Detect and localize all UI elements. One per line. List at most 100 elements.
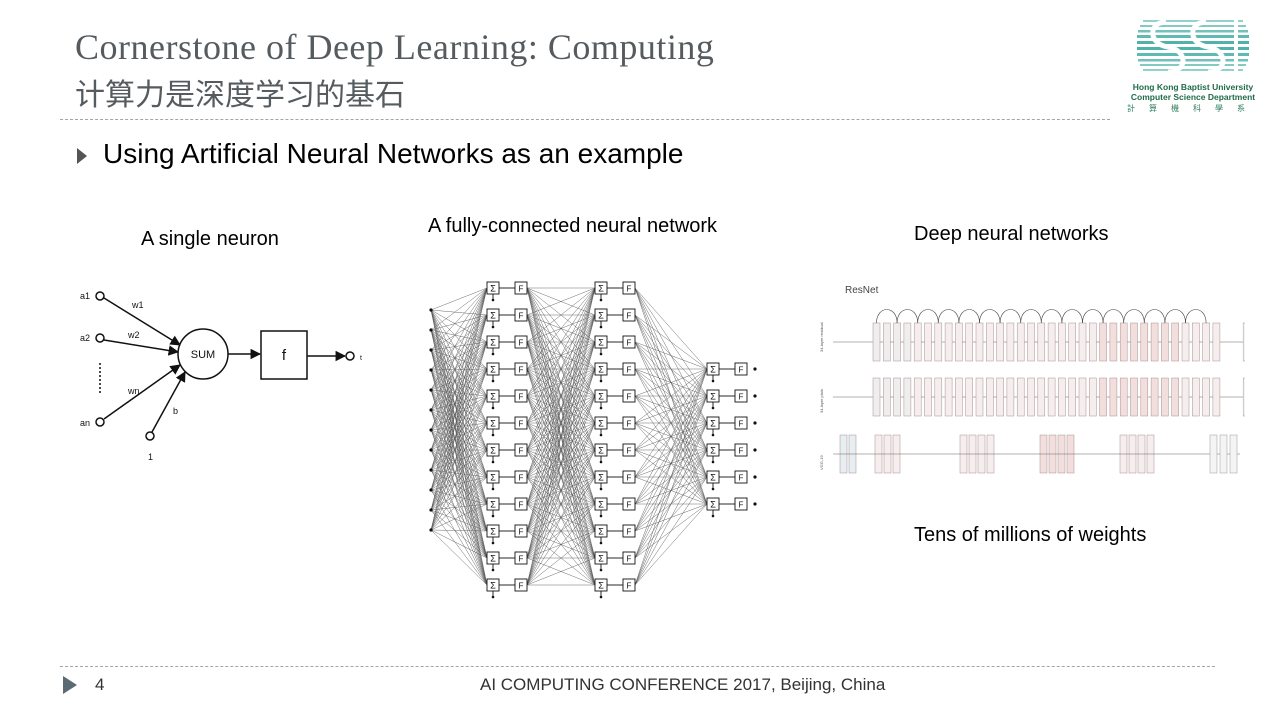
connection-line xyxy=(634,368,708,478)
connection-line xyxy=(430,368,488,511)
bias-dot xyxy=(599,298,603,302)
slide-title-chinese: 计算力是深度学习的基石 xyxy=(75,78,405,113)
bias-dot xyxy=(599,487,603,491)
activation-unit xyxy=(514,362,528,376)
connection-line xyxy=(430,287,488,411)
bias-dot xyxy=(599,595,603,599)
layer-block xyxy=(1150,322,1159,362)
bias-dot xyxy=(491,433,495,437)
logo-department-name: Computer Science Department xyxy=(1130,92,1256,102)
deep-neural-networks-diagram: ResNet 34-layer residual 34-layer plain … xyxy=(819,285,1245,474)
connection-line xyxy=(430,349,488,424)
input-node xyxy=(429,448,433,452)
activation-unit xyxy=(734,389,748,403)
connection-line xyxy=(430,309,488,370)
layer-block xyxy=(1047,377,1056,417)
layer-block xyxy=(893,322,901,362)
layer-block xyxy=(986,322,994,362)
activation-unit xyxy=(622,281,636,295)
activation-symbol: F xyxy=(627,312,632,321)
input-node xyxy=(429,408,433,412)
bias-dot xyxy=(491,406,495,410)
layer-block xyxy=(1078,377,1087,417)
connection-line xyxy=(430,314,488,491)
skip-connection xyxy=(896,309,918,324)
row-label: 34-layer plain xyxy=(819,389,824,413)
bias-dot xyxy=(711,514,715,518)
layer-block xyxy=(1037,377,1046,417)
single-neuron-diagram: a1 a2 an w1 w2 wn b 1 t SUM f xyxy=(80,291,362,462)
activation-symbol: F xyxy=(627,366,632,375)
activation-symbol: F xyxy=(627,285,632,294)
connection-line xyxy=(430,287,488,471)
bias-node xyxy=(145,431,155,441)
footer-divider xyxy=(60,666,1215,667)
connection-line xyxy=(430,349,488,532)
output-node xyxy=(753,475,757,479)
layer-block xyxy=(996,322,1004,362)
activation-symbol: F xyxy=(739,393,744,402)
sum-label: SUM xyxy=(191,349,215,361)
weight-label: wn xyxy=(127,386,140,396)
input-node xyxy=(429,468,433,472)
activation-symbol: F xyxy=(519,582,524,591)
connection-line xyxy=(430,329,488,559)
activation-unit xyxy=(622,443,636,457)
layer-block xyxy=(965,322,973,362)
caption-deep-networks: Deep neural networks xyxy=(914,223,1109,245)
connection-line xyxy=(430,341,488,411)
connection-line xyxy=(430,329,488,451)
layer-block xyxy=(1078,322,1087,362)
layer-block xyxy=(986,377,994,417)
sum-symbol: Σ xyxy=(710,473,716,483)
output-node xyxy=(753,448,757,452)
sum-symbol: Σ xyxy=(490,284,496,294)
activation-symbol: F xyxy=(627,501,632,510)
connection-line xyxy=(430,449,488,511)
weight-label: w1 xyxy=(131,300,144,310)
layer-block xyxy=(965,377,973,417)
connection-line xyxy=(430,329,488,397)
connection-line xyxy=(430,476,488,531)
activation-label: f xyxy=(282,347,287,364)
connection-line xyxy=(634,476,708,586)
output-node xyxy=(345,351,355,361)
connection-line xyxy=(430,429,488,559)
activation-symbol: F xyxy=(739,474,744,483)
input-node xyxy=(95,333,105,343)
layer-block xyxy=(1109,377,1118,417)
connection-line xyxy=(430,341,488,371)
activation-unit xyxy=(622,551,636,565)
activation-unit xyxy=(734,497,748,511)
activation-symbol: F xyxy=(519,447,524,456)
activation-symbol: F xyxy=(519,474,524,483)
connection-line xyxy=(526,287,596,316)
connection-line xyxy=(430,409,488,478)
input-label: a2 xyxy=(80,333,90,343)
output-node xyxy=(753,502,757,506)
activation-unit xyxy=(622,389,636,403)
connection-line xyxy=(430,509,488,586)
bias-dot xyxy=(599,433,603,437)
connection-line xyxy=(634,449,708,586)
layer-block xyxy=(1006,322,1015,362)
output-node xyxy=(753,421,757,425)
sum-symbol: Σ xyxy=(490,500,496,510)
connection-line xyxy=(430,329,488,505)
layer-block xyxy=(955,377,963,417)
bias-dot xyxy=(491,460,495,464)
connection-line xyxy=(430,369,488,451)
connection-line xyxy=(430,449,488,491)
connection-line xyxy=(430,422,488,491)
connection-line xyxy=(526,476,596,586)
skip-connection xyxy=(1082,309,1104,324)
connection-line xyxy=(526,314,596,586)
sum-symbol: Σ xyxy=(598,527,604,537)
layer-block xyxy=(1119,377,1128,417)
activation-unit xyxy=(622,362,636,376)
sum-symbol: Σ xyxy=(490,554,496,564)
activation-symbol: F xyxy=(519,420,524,429)
connection-line xyxy=(430,287,488,371)
skip-connection xyxy=(999,309,1021,324)
layer-block xyxy=(1171,322,1179,362)
